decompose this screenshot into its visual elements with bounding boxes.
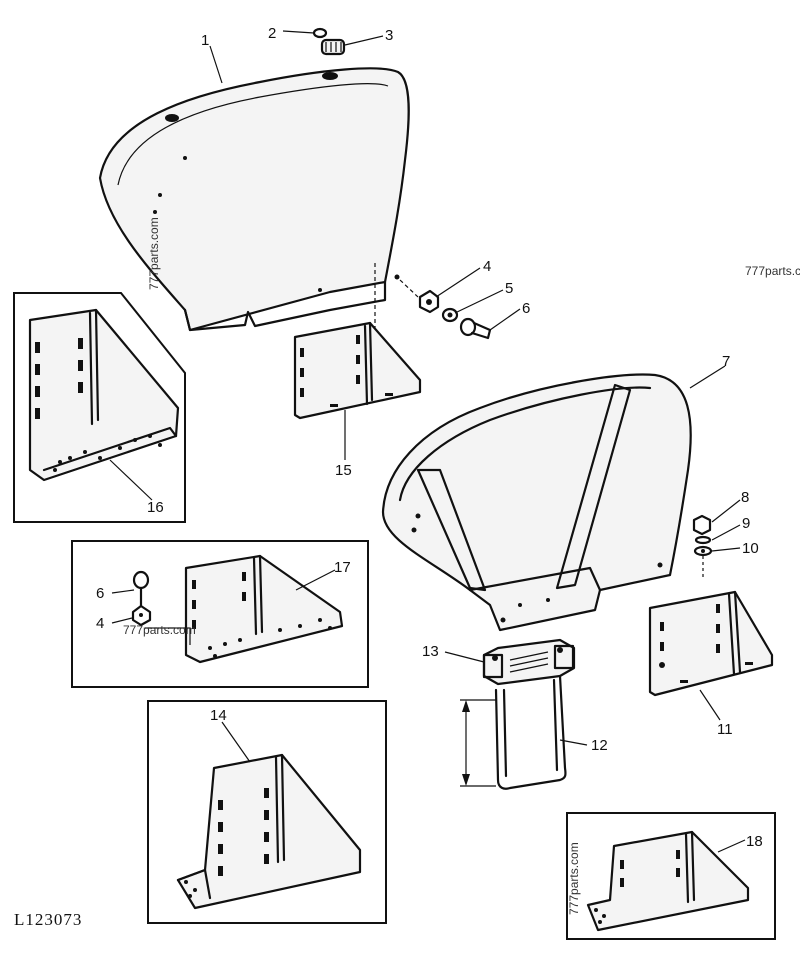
watermark-box-18: 777parts.com bbox=[567, 842, 581, 915]
bracket-part-15 bbox=[293, 263, 422, 420]
callout-1: 1 bbox=[201, 32, 209, 49]
callout-7: 7 bbox=[722, 353, 730, 370]
callout-14: 14 bbox=[210, 707, 227, 724]
callout-2: 2 bbox=[268, 25, 276, 42]
watermark-box-17: 777parts.com bbox=[123, 623, 196, 637]
clamp-block-part bbox=[482, 638, 576, 686]
rear-nut-washers bbox=[692, 514, 713, 578]
callout-13: 13 bbox=[422, 643, 439, 660]
callout-8: 8 bbox=[741, 489, 749, 506]
callout-15: 15 bbox=[335, 462, 352, 479]
bracket-part-11 bbox=[648, 590, 774, 697]
reference-code: L123073 bbox=[14, 910, 82, 929]
callout-4-upper: 4 bbox=[483, 258, 491, 275]
callout-9: 9 bbox=[742, 515, 750, 532]
callout-12: 12 bbox=[591, 737, 608, 754]
bracket-part-16-box bbox=[13, 292, 186, 523]
callout-18: 18 bbox=[746, 833, 763, 850]
upper-nut-washer-bolt bbox=[399, 279, 492, 340]
callout-6-upper: 6 bbox=[522, 300, 530, 317]
callout-4-lower: 4 bbox=[96, 615, 104, 632]
callout-11: 11 bbox=[717, 721, 733, 738]
callout-6-lower: 6 bbox=[96, 585, 104, 602]
callout-3: 3 bbox=[385, 27, 393, 44]
watermark-upper-fender: 777parts.com bbox=[147, 217, 161, 290]
bracket-part-17-box bbox=[71, 540, 369, 688]
callout-16: 16 bbox=[147, 499, 164, 516]
leader-lines bbox=[109, 30, 746, 853]
callout-5: 5 bbox=[505, 280, 513, 297]
u-bolt-part bbox=[460, 674, 567, 790]
callout-labels: 1 2 3 4 5 6 7 8 9 10 11 12 13 14 15 16 1… bbox=[96, 25, 763, 850]
rear-fender-part bbox=[381, 373, 692, 632]
callout-10: 10 bbox=[742, 540, 759, 557]
upper-fender-part bbox=[98, 67, 410, 332]
bracket-part-18-box bbox=[566, 812, 776, 940]
callout-17: 17 bbox=[334, 559, 351, 576]
watermark-right-edge: 777parts.c bbox=[745, 264, 800, 278]
bracket-part-14-box bbox=[147, 700, 387, 924]
plug-and-knob-parts bbox=[312, 27, 346, 56]
